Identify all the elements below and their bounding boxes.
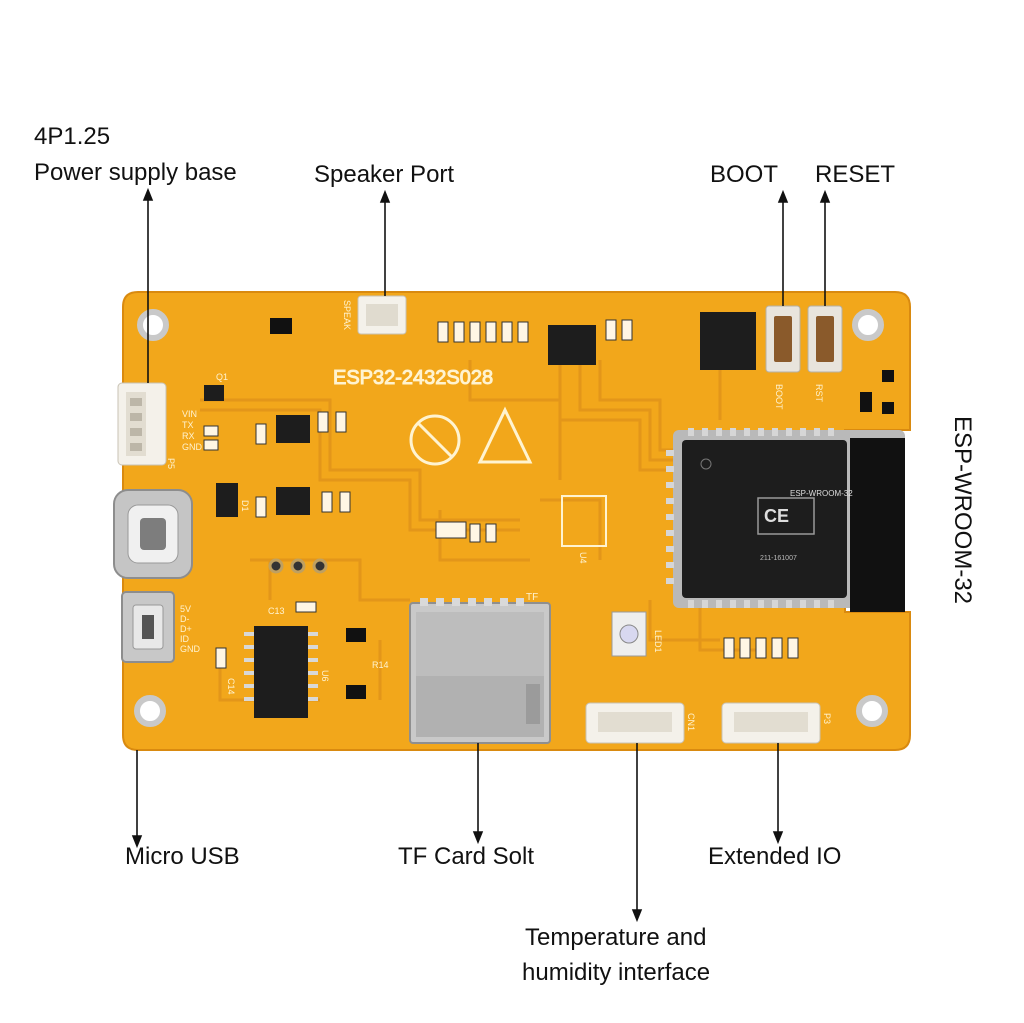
label-speaker-port: Speaker Port — [314, 161, 455, 188]
silk-d1: D1 — [240, 500, 250, 512]
silk-tf: TF — [526, 592, 538, 603]
esp-wroom-32-module — [673, 430, 905, 612]
silk-rst: RST — [814, 384, 824, 403]
label-humidity-interface: humidity interface — [522, 959, 711, 986]
label-4p125: 4P1.25 — [34, 123, 111, 150]
label-esp-wroom-32: ESP-WROOM-32 — [949, 416, 976, 605]
silk-u6: U6 — [320, 670, 330, 682]
silk-usb-5v: 5V — [180, 604, 191, 614]
label-temperature: Temperature and — [525, 924, 707, 951]
p3-connector — [721, 702, 821, 744]
callout-arrows — [131, 187, 831, 923]
tf-card-slot — [409, 602, 551, 744]
passive-components — [203, 319, 799, 669]
tf-card-pins — [420, 598, 524, 606]
silk-pin-gnd: GND — [182, 442, 203, 452]
silk-board-title: ESP32-2432S028 — [333, 367, 493, 389]
esd-logo — [477, 406, 533, 464]
label-boot: BOOT — [710, 161, 779, 188]
silk-usb-dm: D- — [180, 614, 190, 624]
silk-led1: LED1 — [653, 630, 663, 653]
silk-cn1: CN1 — [686, 713, 696, 731]
module-cert: 211-161007 — [760, 555, 797, 562]
silk-p5: P5 — [166, 458, 176, 469]
silk-c13: C13 — [268, 606, 285, 616]
label-reset: RESET — [815, 161, 896, 188]
silk-c14: C14 — [226, 678, 236, 695]
ic-chips — [204, 312, 756, 718]
silk-speak: SPEAK — [342, 300, 352, 330]
micro-usb-port — [121, 591, 175, 663]
module-ce-mark: CE — [764, 506, 789, 526]
reset-button — [807, 305, 843, 373]
silk-pin-tx: TX — [182, 420, 194, 430]
label-tf-card-slot: TF Card Solt — [398, 843, 535, 870]
silk-q1: Q1 — [216, 372, 228, 382]
header-pads — [268, 558, 328, 574]
label-power-supply-base: Power supply base — [34, 159, 237, 186]
silk-boot: BOOT — [774, 384, 784, 410]
silk-usb-dp: D+ — [180, 624, 192, 634]
silk-pin-vin: VIN — [182, 409, 197, 419]
usb-c-port — [113, 489, 193, 579]
boot-button — [765, 305, 801, 373]
pb-free-logo — [409, 414, 461, 466]
silk-usb-gnd: GND — [180, 644, 201, 654]
silk-u4: U4 — [578, 552, 588, 564]
speaker-connector — [357, 295, 407, 335]
module-label: ESP-WROOM-32 — [790, 489, 853, 498]
silk-usb-id: ID — [180, 634, 190, 644]
module-castellation — [666, 428, 834, 608]
silk-p3: P3 — [822, 713, 832, 724]
small-transistors — [270, 318, 894, 699]
label-micro-usb: Micro USB — [125, 843, 240, 870]
chip-pins — [244, 632, 318, 701]
rgb-led — [611, 611, 647, 657]
silk-r14: R14 — [372, 660, 389, 670]
power-supply-connector — [117, 382, 167, 466]
cn1-connector — [585, 702, 685, 744]
label-extended-io: Extended IO — [708, 843, 842, 870]
mounting-holes — [134, 309, 888, 727]
silk-pin-rx: RX — [182, 431, 195, 441]
u4-outline — [561, 495, 607, 547]
